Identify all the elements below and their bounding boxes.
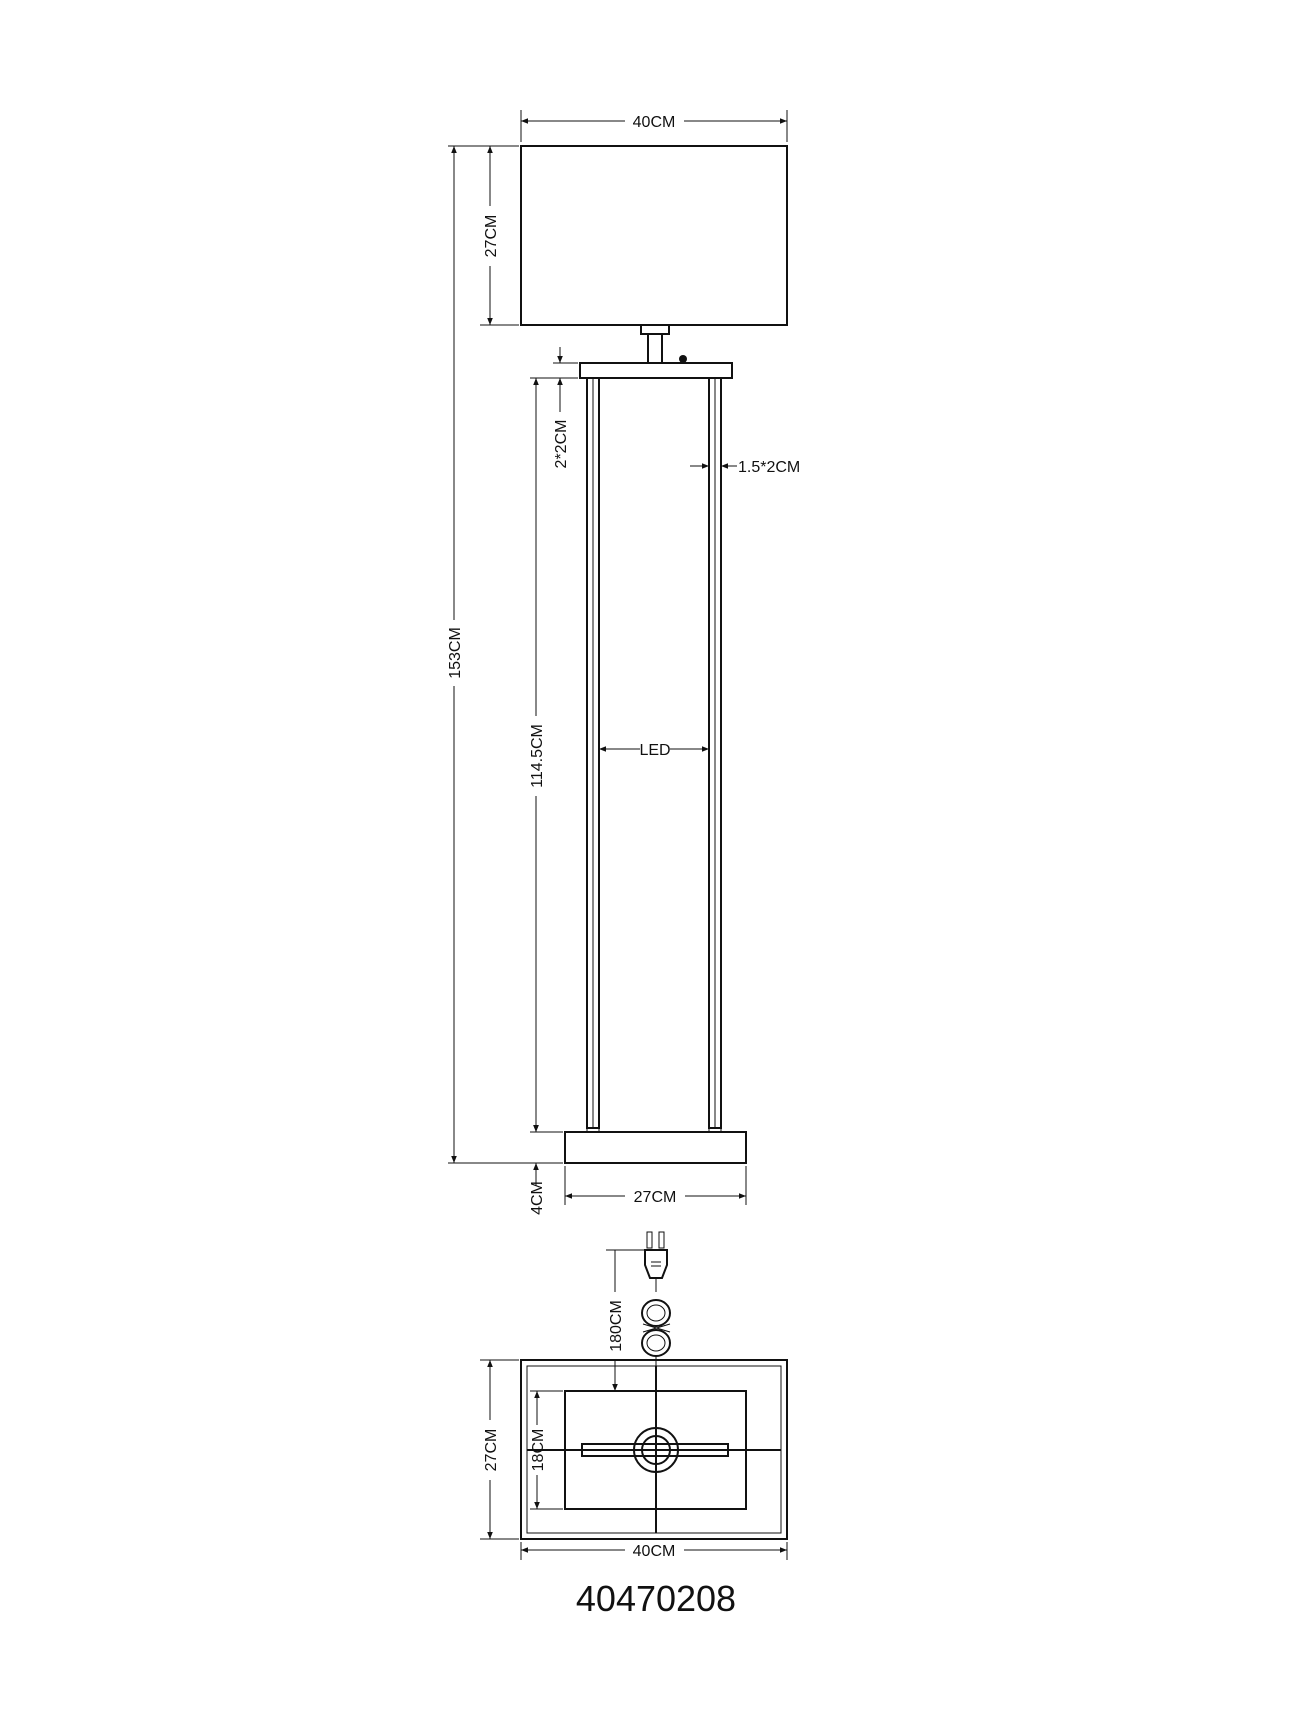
top-view: 180CM 27CM 18CM 40CM bbox=[480, 1231, 788, 1560]
dim-outer-depth: 27CM bbox=[480, 1359, 519, 1540]
label-frame-bar: 1.5*2CM bbox=[738, 459, 800, 476]
front-view: 40CM 27CM 153CM 2*2CM bbox=[447, 110, 800, 1215]
dim-shade-width: 40CM bbox=[520, 110, 788, 142]
label-frame-height: 114.5CM bbox=[529, 724, 546, 788]
lamp-shade bbox=[520, 145, 788, 326]
shade-connector bbox=[640, 324, 670, 335]
label-cable-length: 180CM bbox=[608, 1300, 625, 1352]
label-outer-width: 40CM bbox=[633, 1543, 676, 1560]
coiled-cable-icon bbox=[641, 1299, 671, 1398]
dim-inner-depth: 18CM bbox=[530, 1390, 563, 1510]
label-base-width: 27CM bbox=[634, 1189, 677, 1206]
model-number: 40470208 bbox=[576, 1578, 736, 1619]
dim-base-width: 27CM bbox=[564, 1166, 747, 1206]
label-total-height: 153CM bbox=[447, 627, 464, 679]
stem bbox=[647, 333, 663, 364]
dim-outer-width: 40CM bbox=[520, 1542, 788, 1560]
dim-top-cap: 2*2CM bbox=[530, 347, 578, 468]
dim-base-height: 4CM bbox=[529, 1116, 563, 1215]
top-cap bbox=[579, 362, 733, 379]
dim-frame-height: 114.5CM bbox=[529, 377, 578, 1133]
label-led: LED bbox=[639, 742, 670, 759]
dim-total-height: 153CM bbox=[447, 145, 563, 1164]
label-shade-width: 40CM bbox=[633, 114, 676, 131]
top-center-bar bbox=[581, 1443, 729, 1457]
base-socket-left bbox=[586, 1127, 600, 1133]
label-shade-height: 27CM bbox=[483, 215, 500, 258]
dim-frame-bar: 1.5*2CM bbox=[690, 459, 800, 476]
dim-led: LED bbox=[599, 742, 709, 759]
center-ring-inner bbox=[641, 1435, 671, 1465]
label-inner-depth: 18CM bbox=[530, 1429, 547, 1472]
plug-icon bbox=[644, 1231, 668, 1292]
label-outer-depth: 27CM bbox=[483, 1429, 500, 1472]
dim-shade-height: 27CM bbox=[480, 145, 519, 326]
switch-icon bbox=[679, 355, 687, 363]
center-ring-outer bbox=[633, 1427, 679, 1473]
label-base-height: 4CM bbox=[529, 1181, 546, 1215]
top-outer-rect bbox=[520, 1359, 788, 1540]
base-plate bbox=[564, 1131, 747, 1164]
label-top-cap: 2*2CM bbox=[553, 420, 570, 469]
dim-cable-length: 180CM bbox=[606, 1249, 645, 1391]
base-socket-right bbox=[708, 1127, 722, 1133]
